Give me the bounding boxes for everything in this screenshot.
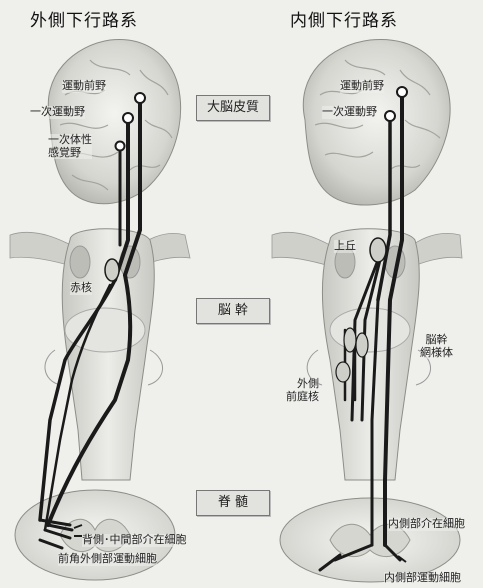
label-left-premotor: 運動前野	[62, 80, 106, 93]
label-superior-colliculus: 上丘	[334, 240, 356, 253]
left-brain-hemisphere	[48, 39, 180, 203]
label-right-premotor: 運動前野	[340, 80, 384, 93]
stage-brainstem: 脳 幹	[196, 298, 270, 324]
label-lateral-motor-neurons: 前角外側部運動細胞	[58, 553, 157, 566]
label-left-primary-motor: 一次運動野	[30, 106, 85, 119]
right-brain-hemisphere	[303, 39, 450, 205]
label-medial-motor-neurons: 内側部運動細胞	[384, 572, 461, 585]
title-lateral-pathways: 外側下行路系	[30, 6, 138, 31]
label-dorsolateral-interneurons: 背側･中間部介在細胞	[82, 534, 187, 547]
right-spinal-cord-section	[280, 498, 460, 582]
label-right-primary-motor: 一次運動野	[322, 106, 377, 119]
stage-spinal-cord: 脊 髄	[196, 490, 270, 516]
label-vestibular-nucleus: 外側 前庭核	[286, 378, 319, 403]
label-left-somatosensory: 一次体性 感覚野	[48, 134, 92, 159]
left-brainstem	[10, 229, 190, 480]
stage-cortex: 大脳皮質	[196, 95, 270, 121]
title-medial-pathways: 内側下行路系	[290, 6, 398, 31]
label-red-nucleus: 赤核	[70, 282, 92, 295]
label-medial-interneurons: 内側部介在細胞	[388, 518, 465, 531]
label-reticular-formation: 脳幹 網様体	[420, 334, 453, 359]
